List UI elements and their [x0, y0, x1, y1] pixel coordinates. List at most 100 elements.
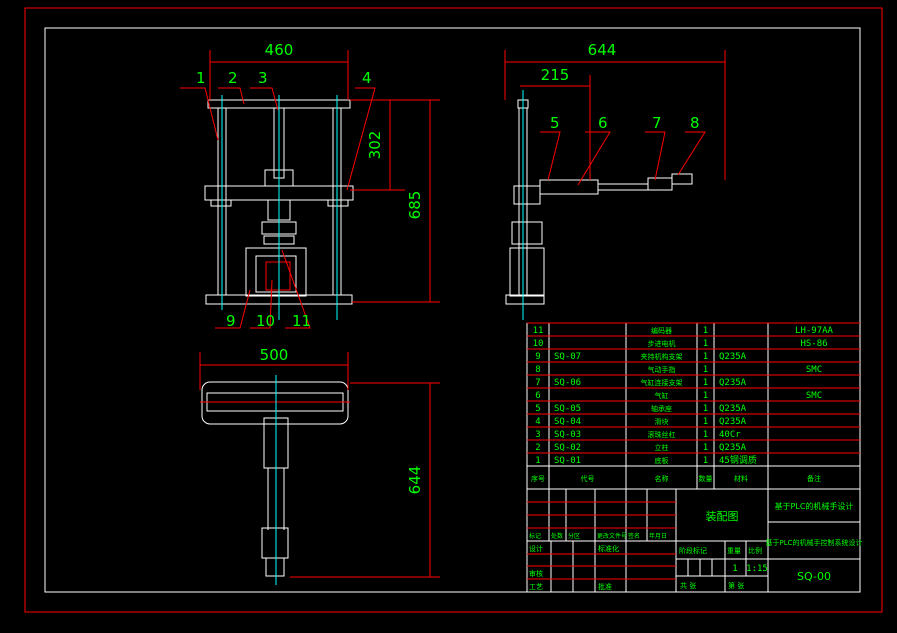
header-cell: 序号: [531, 474, 545, 483]
table-row: 5 SQ-05 轴承座 1 Q235A: [535, 404, 746, 414]
cell-material: Q235A: [719, 378, 747, 388]
cell-qty: 1: [703, 456, 708, 466]
cell-material: Q235A: [719, 417, 747, 427]
inner-frame: [44, 27, 861, 593]
cell-no: 2: [535, 443, 540, 453]
table-row: 9 SQ-07 夹持机构支架 1 Q235A: [535, 352, 746, 362]
callout-5: 5: [550, 114, 560, 132]
header-cell: 材料: [734, 474, 748, 483]
cell-qty: 1: [703, 417, 708, 427]
callout-8: 8: [690, 114, 700, 132]
cell-qty: 1: [703, 404, 708, 414]
callout-4: 4: [362, 69, 372, 87]
callout-11: 11: [292, 312, 311, 330]
cell-no: 7: [535, 378, 540, 388]
cell-no: 8: [535, 365, 540, 375]
cell-name: 滚珠丝杠: [648, 430, 676, 439]
title-block: [526, 465, 861, 593]
cell-material: Q235A: [719, 352, 747, 362]
cell-qty: 1: [703, 326, 708, 336]
drawing-number: SQ-00: [797, 570, 831, 583]
dim-front-upper-height: 302: [366, 131, 384, 160]
cell-note: LH-97AA: [795, 326, 834, 336]
top-view: [199, 352, 440, 585]
table-row: 8 气动手指 1 SMC: [535, 365, 822, 375]
callout-7: 7: [652, 114, 662, 132]
cell-code: SQ-01: [554, 456, 581, 466]
cell-no: 5: [535, 404, 540, 414]
dim-front-width: 460: [265, 41, 294, 59]
cell-code: SQ-07: [554, 352, 581, 362]
label-weight: 重量: [727, 547, 741, 555]
cell-material: Q235A: [719, 443, 747, 453]
change-header-cell: 处数: [551, 532, 563, 540]
change-header-cell: 更改文件号: [597, 532, 627, 540]
callout-3: 3: [258, 69, 268, 87]
cell-note: SMC: [806, 391, 822, 401]
table-row: 2 SQ-02 立柱 1 Q235A: [535, 443, 746, 453]
scale-value: 1:15: [746, 564, 768, 574]
cell-no: 3: [535, 430, 540, 440]
cell-no: 10: [533, 339, 544, 349]
callout-9: 9: [226, 312, 236, 330]
cell-code: SQ-02: [554, 443, 581, 453]
cell-qty: 1: [703, 443, 708, 453]
cell-note: SMC: [806, 365, 822, 375]
cell-name: 气缸连接支架: [641, 378, 683, 387]
label-design: 设计: [529, 544, 543, 553]
cell-name: 轴承座: [651, 404, 672, 413]
table-row: 4 SQ-04 滑块 1 Q235A: [535, 417, 746, 427]
cell-name: 底板: [655, 456, 669, 465]
quantity-value: 1: [732, 564, 737, 574]
cell-code: SQ-03: [554, 430, 581, 440]
cell-name: 气动手指: [648, 365, 676, 374]
change-header-cell: 签名: [628, 532, 640, 540]
cell-qty: 1: [703, 365, 708, 375]
cell-name: 立柱: [655, 443, 669, 452]
callout-6: 6: [598, 114, 608, 132]
cell-no: 4: [535, 417, 540, 427]
cell-name: 夹持机构支架: [641, 352, 683, 361]
dim-top-length: 644: [406, 466, 424, 495]
cell-qty: 1: [703, 391, 708, 401]
dim-side-width: 644: [588, 41, 617, 59]
table-row: 11 编码器 1 LH-97AA: [533, 326, 834, 336]
cell-material: 45钢调质: [719, 454, 757, 466]
cell-qty: 1: [703, 352, 708, 362]
cell-name: 滑块: [655, 417, 669, 426]
label-standard: 标准化: [598, 544, 619, 553]
project-title: 基于PLC的机械手设计: [775, 501, 854, 511]
cell-name: 气缸: [655, 391, 669, 400]
cell-no: 11: [533, 326, 544, 336]
label-scale: 比例: [748, 546, 762, 555]
cell-code: SQ-05: [554, 404, 581, 414]
callout-10: 10: [256, 312, 275, 330]
dim-front-total-height: 685: [406, 191, 424, 220]
cell-material: Q235A: [719, 404, 747, 414]
header-cell: 备注: [807, 474, 821, 483]
cell-qty: 1: [703, 378, 708, 388]
project-subtitle: 基于PLC的机械手控制系统设计: [765, 538, 862, 547]
label-sheet: 第 张: [728, 581, 744, 590]
change-header-cell: 分区: [568, 532, 580, 540]
label-stage-mark: 阶段标记: [679, 546, 707, 555]
cell-material: 40Cr: [719, 430, 741, 440]
cell-no: 9: [535, 352, 540, 362]
header-cell: 数量: [699, 474, 713, 483]
cell-code: SQ-04: [554, 417, 581, 427]
dim-top-width: 500: [260, 346, 289, 364]
cell-name: 编码器: [651, 326, 672, 335]
header-cell: 名称: [655, 474, 669, 483]
label-review: 审核: [529, 569, 543, 578]
cell-qty: 1: [703, 430, 708, 440]
change-headers: 标记处数分区更改文件号签名年月日: [529, 532, 667, 540]
outer-border: [24, 7, 883, 613]
callout-2: 2: [228, 69, 238, 87]
change-header-cell: 标记: [529, 532, 541, 540]
cell-note: HS-86: [800, 339, 827, 349]
